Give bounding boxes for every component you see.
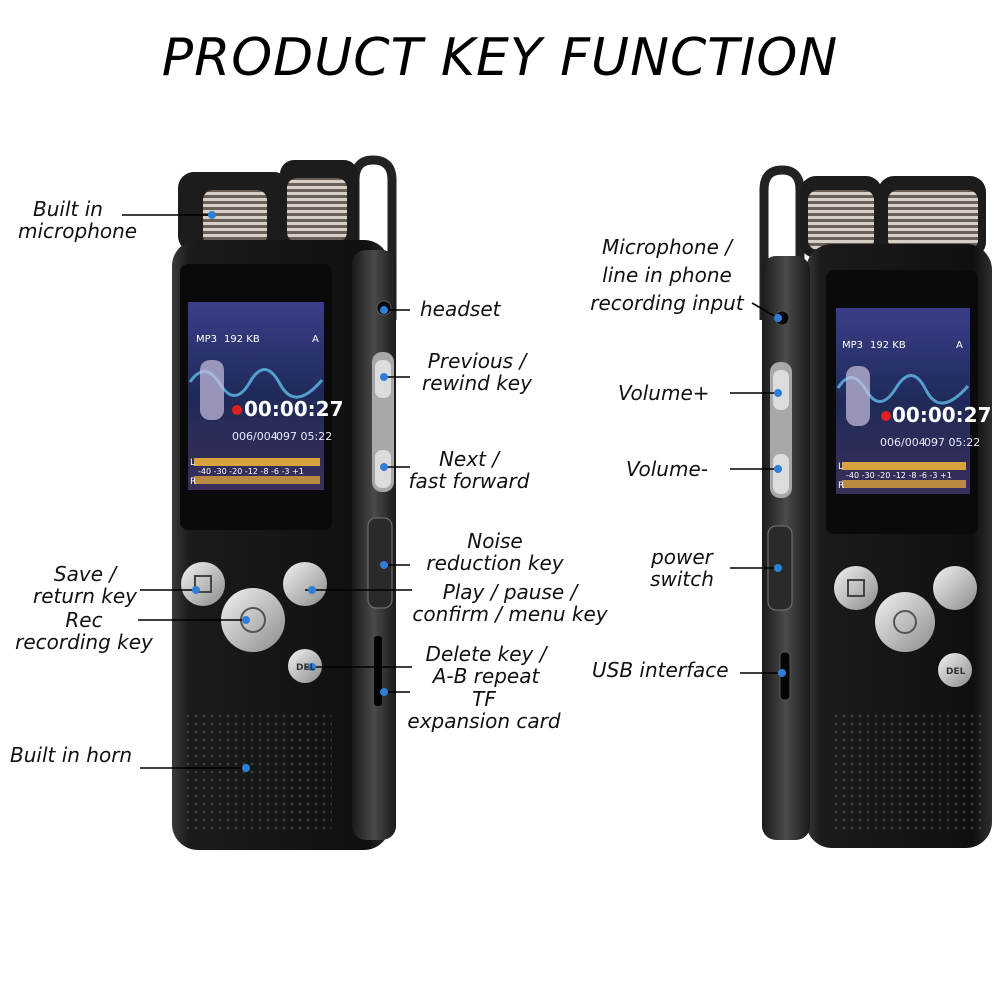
recorder-side-view	[759, 165, 992, 848]
label-volume-up: Volume+	[618, 381, 710, 405]
label-next: Next / fast forward	[408, 447, 530, 493]
label-noise: Noise reduction key	[426, 529, 564, 575]
tf-slot	[374, 636, 382, 706]
label-headset: headset	[420, 297, 501, 321]
screen-left-channel: L	[190, 458, 195, 468]
rec-button	[221, 588, 285, 652]
label-play: Play / pause / confirm / menu key	[412, 580, 608, 626]
screen-text: MP3 192 KB A 00:00:27 006/004 097 05:22 …	[190, 334, 992, 677]
rec-button-right	[875, 592, 935, 652]
mic-mesh-1	[203, 190, 267, 246]
level-bar-left	[194, 458, 320, 466]
volume-down-key	[773, 454, 789, 494]
screen-level-scale-right: -40 -30 -20 -12 -8 -6 -3 +1	[846, 471, 952, 480]
delete-button-label: DEL	[296, 663, 316, 673]
screen-right-channel: R	[190, 477, 196, 487]
screen-date: 097 05:22	[276, 430, 332, 443]
screen-date-right: 097 05:22	[924, 436, 980, 449]
delete-button-right	[938, 653, 972, 687]
screen-format-right: MP3	[842, 340, 863, 351]
mic-mesh-3	[808, 190, 874, 250]
rec-indicator	[232, 405, 242, 415]
mic-mesh-2	[287, 178, 347, 242]
noise-switch	[367, 517, 393, 609]
callout-dots	[192, 211, 786, 772]
screen-bitrate: 192 KB	[224, 334, 260, 345]
label-save: Save / return key	[32, 562, 138, 608]
label-delete: Delete key / A-B repeat	[425, 642, 547, 688]
screen-level-scale: -40 -30 -20 -12 -8 -6 -3 +1	[198, 467, 304, 476]
screen-time-right: 00:00:27	[892, 403, 992, 427]
speaker-grille-right	[830, 712, 982, 832]
screen-format: MP3	[196, 334, 217, 345]
screen-time: 00:00:27	[244, 397, 344, 421]
mic-graphic	[200, 360, 224, 420]
screen-track-right: 006/004	[880, 436, 926, 449]
level-bar-right	[194, 476, 320, 484]
label-tf: TF expansion card	[407, 687, 561, 733]
recorder-front-view	[172, 155, 397, 850]
play-button-right	[933, 566, 977, 610]
play-button	[283, 562, 327, 606]
save-button-right	[834, 566, 878, 610]
delete-button-label-right: DEL	[946, 667, 966, 677]
label-usb: USB interface	[592, 658, 729, 682]
screen-bitrate-right: 192 KB	[870, 340, 906, 351]
label-horn: Built in horn	[10, 743, 133, 767]
volume-up-key	[773, 370, 789, 410]
label-mic-line: Microphone / line in phone recording inp…	[590, 235, 744, 315]
screen-right-channel-right: R	[838, 481, 844, 491]
label-builtin-mic: Built in microphone	[18, 197, 138, 243]
screen-mode: A	[312, 334, 319, 345]
label-power: power switch	[650, 545, 714, 591]
screen-mode-right: A	[956, 340, 963, 351]
screen-track: 006/004	[232, 430, 278, 443]
callout-lines	[122, 214, 782, 769]
delete-button	[288, 649, 322, 683]
save-button	[181, 562, 225, 606]
screen-left-channel-right: L	[838, 462, 843, 472]
page-title: PRODUCT KEY FUNCTION	[161, 28, 839, 88]
label-volume-down: Volume-	[626, 457, 708, 481]
label-previous: Previous / rewind key	[422, 349, 532, 395]
speaker-grille	[182, 712, 332, 832]
mic-mesh-4	[888, 190, 978, 250]
label-rec: Rec recording key	[15, 608, 153, 654]
